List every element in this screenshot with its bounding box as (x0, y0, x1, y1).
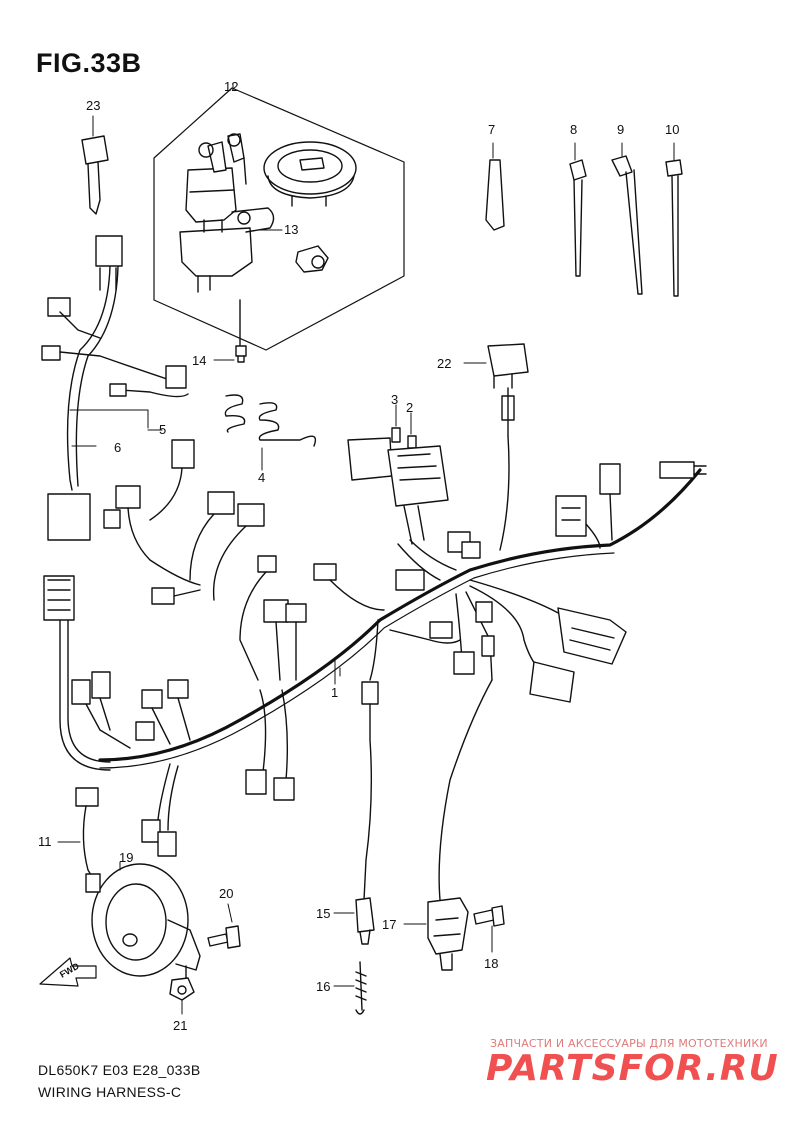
cable-clamps (485, 142, 683, 297)
callout-18: 18 (484, 956, 498, 971)
callout-23: 23 (86, 98, 100, 113)
screw-part (213, 299, 247, 363)
callout-11: 11 (38, 834, 52, 849)
horn (91, 861, 201, 981)
callout-9: 9 (617, 122, 624, 137)
callout-6: 6 (114, 440, 121, 455)
callout-labels: 1 2 3 4 5 6 7 8 9 10 11 12 13 14 15 16 1… (38, 79, 679, 1033)
callout-5: 5 (159, 422, 166, 437)
callout-20: 20 (219, 886, 233, 901)
callout-8: 8 (570, 122, 577, 137)
sensor-bolt (473, 905, 505, 953)
sensor (403, 897, 469, 971)
diagram-name: WIRING HARNESS-C (38, 1084, 182, 1100)
spring-wire (333, 961, 367, 1015)
key-blank (81, 115, 109, 215)
callout-10: 10 (665, 122, 679, 137)
callout-14: 14 (192, 353, 206, 368)
callout-16: 16 (316, 979, 330, 994)
watermark-logo: PARTSFOR.RU (486, 1048, 779, 1089)
callout-1: 1 (331, 685, 338, 700)
watermark-tagline: ЗАПЧАСТИ И АКСЕССУАРЫ ДЛЯ МОТОТЕХНИКИ (490, 1037, 768, 1050)
callout-22: 22 (437, 356, 451, 371)
nut (169, 977, 195, 1015)
horn-wire (57, 787, 101, 893)
leader-lines (69, 83, 336, 685)
callout-15: 15 (316, 906, 330, 921)
neutral-switch (333, 897, 375, 945)
callout-3: 3 (391, 392, 398, 407)
callout-12: 12 (224, 79, 238, 94)
ignition-switch-set (153, 87, 405, 351)
diagram-code: DL650K7 E03 E28_033B (38, 1062, 201, 1078)
main-harness (41, 235, 707, 901)
spring-parts (224, 394, 317, 471)
callout-2: 2 (406, 400, 413, 415)
callout-13: 13 (284, 222, 298, 237)
fwd-arrow: FWD (39, 957, 97, 987)
fuse-box (347, 404, 449, 545)
relay (463, 343, 529, 437)
callout-17: 17 (382, 917, 396, 932)
callout-4: 4 (258, 470, 265, 485)
figure-title: FIG.33B (36, 48, 142, 78)
callout-21: 21 (173, 1018, 187, 1033)
callout-19: 19 (119, 850, 133, 865)
callout-7: 7 (488, 122, 495, 137)
bolt (207, 903, 241, 949)
